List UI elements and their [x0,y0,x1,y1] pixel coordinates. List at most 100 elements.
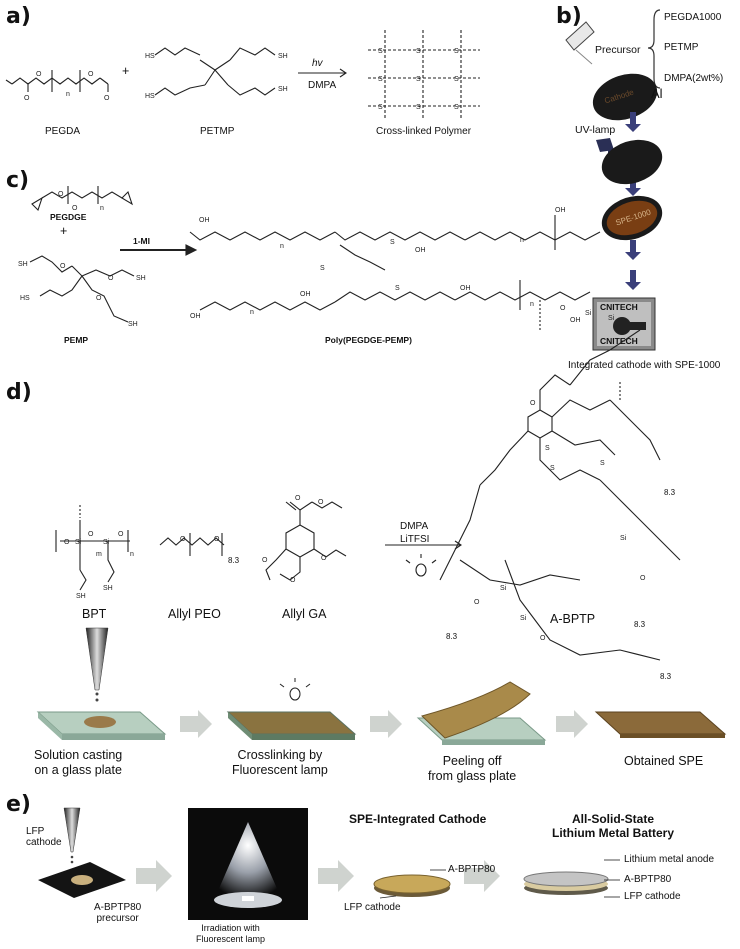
svg-text:O: O [560,305,566,312]
svg-text:O: O [640,575,646,582]
lfp-cathode-label-e: LFP cathode [26,826,62,848]
svg-text:n: n [280,243,284,250]
e-layer-abptp80: A-BPTP80 [448,864,496,875]
svg-text:HS: HS [20,295,30,302]
svg-text:O: O [540,635,546,642]
svg-text:S: S [390,239,395,246]
svg-text:Si: Si [103,539,110,546]
svg-text:O: O [24,95,30,102]
component-3: DMPA(2wt%) [664,73,724,84]
svg-text:S: S [378,48,383,55]
condition-hv: hv [312,58,323,69]
pegdge-label: PEGDGE [50,212,87,222]
svg-text:n: n [530,301,534,308]
svg-text:HS: HS [145,53,155,60]
precursor-label: Precursor [595,44,641,56]
svg-text:SH: SH [278,86,288,93]
svg-text:O: O [88,71,94,78]
svg-text:S: S [454,76,459,83]
svg-text:n: n [66,91,70,98]
panel-a-label: a) [6,4,31,29]
panel-b-label: b) [556,4,582,29]
svg-text:Si: Si [620,535,627,542]
step-2-label: Crosslinking by Fluorescent lamp [232,748,328,777]
svg-text:SH: SH [18,261,28,268]
svg-text:O: O [295,495,301,502]
svg-text:O: O [36,71,42,78]
svg-text:SH: SH [128,321,138,328]
svg-text:O: O [262,557,268,564]
step-1-label: Solution casting on a glass plate [34,748,123,777]
abptp-subscript-4: 8.3 [660,672,672,681]
condition-dmpa-a: DMPA [308,80,337,91]
svg-text:O: O [530,400,536,407]
svg-text:OH: OH [190,313,201,320]
poly-pegdge-pemp-label: Poly(PEGDGE-PEMP) [325,335,412,345]
abptp80-precursor-label: A-BPTP80 precursor [94,902,142,924]
peo-subscript: 8.3 [228,556,240,565]
svg-text:S: S [416,76,421,83]
cnitech-logo-top: CNITECH [600,302,638,312]
svg-text:OH: OH [460,285,471,292]
panel-c-label: c) [6,168,30,193]
svg-text:O: O [96,295,102,302]
condition-litfsi: LiTFSI [400,534,430,545]
svg-text:O: O [108,275,114,282]
integrated-cathode-caption: Integrated cathode with SPE-1000 [568,360,721,371]
e-arrow-2 [318,860,354,892]
battery-title: All-Solid-State Lithium Metal Battery [552,812,675,840]
uv-lamp-label: UV-lamp [575,124,616,136]
svg-text:O: O [60,263,66,270]
svg-text:S: S [416,104,421,111]
panel-d-label: d) [6,380,32,405]
svg-text:OH: OH [570,317,581,324]
svg-text:Si: Si [585,310,592,317]
pemp-label: PEMP [64,335,89,345]
svg-text:n: n [100,205,104,212]
svg-text:O: O [104,95,110,102]
svg-text:S: S [378,76,383,83]
battery-layer-abptp80: A-BPTP80 [624,874,672,885]
svg-text:Si: Si [75,539,82,546]
process-arrow-3 [556,710,588,738]
svg-text:OH: OH [300,291,311,298]
svg-text:Si: Si [608,315,615,322]
svg-text:O: O [474,599,480,606]
component-1: PEGDA1000 [664,12,722,23]
pegda-label: PEGDA [45,126,81,137]
e-arrow-1 [136,860,172,892]
svg-text:O: O [180,536,186,543]
step-3-label: Peeling off from glass plate [428,754,517,783]
svg-text:n: n [520,237,524,244]
svg-text:O: O [318,499,324,506]
svg-text:O: O [290,577,296,584]
abptp-subscript-1: 8.3 [664,488,676,497]
battery-layer-lfp: LFP cathode [624,891,681,902]
svg-text:S: S [545,445,550,452]
process-arrow-1 [180,710,212,738]
condition-1mi: 1-MI [133,236,150,246]
svg-text:HS: HS [145,93,155,100]
step-4-label: Obtained SPE [624,754,704,768]
svg-text:S: S [395,285,400,292]
e-arrow-3 [464,860,500,892]
bpt-label: BPT [82,607,107,621]
svg-text:S: S [550,465,555,472]
svg-text:O: O [58,191,64,198]
svg-text:O: O [64,539,70,546]
svg-text:O: O [321,555,327,562]
svg-text:Si: Si [500,585,507,592]
cnitech-logo-bottom: CNITECH [600,336,638,346]
abptp-label: A-BPTP [550,612,596,626]
condition-dmpa-d: DMPA [400,521,429,532]
panel-e-label: e) [6,792,31,817]
abptp-subscript-3: 8.3 [446,632,458,641]
svg-text:S: S [600,460,605,467]
svg-text:OH: OH [199,217,210,224]
